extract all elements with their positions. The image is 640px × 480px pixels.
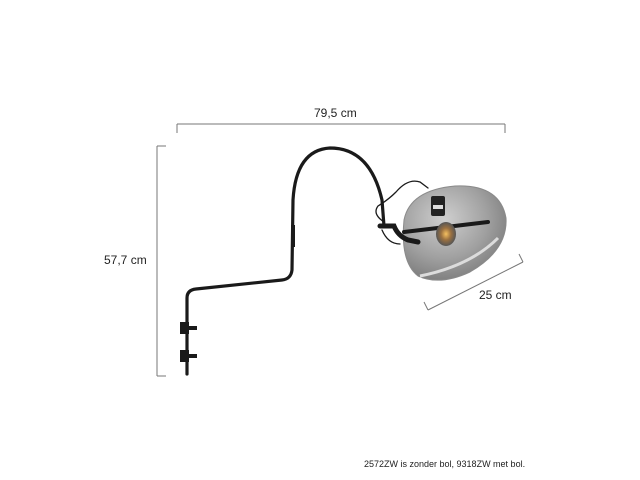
- width-label: 79,5 cm: [314, 106, 357, 120]
- height-label: 57,7 cm: [104, 253, 147, 267]
- model-note: 2572ZW is zonder bol, 9318ZW met bol.: [364, 459, 526, 469]
- lamp-arm: [185, 146, 429, 376]
- wall-mount: [180, 322, 197, 362]
- width-dimension-line: [176, 123, 506, 133]
- height-dimension-line: [156, 145, 166, 377]
- shade-diameter-label: 25 cm: [479, 288, 512, 302]
- glass-shade: [377, 185, 507, 281]
- shade-dimension-line: [423, 253, 524, 311]
